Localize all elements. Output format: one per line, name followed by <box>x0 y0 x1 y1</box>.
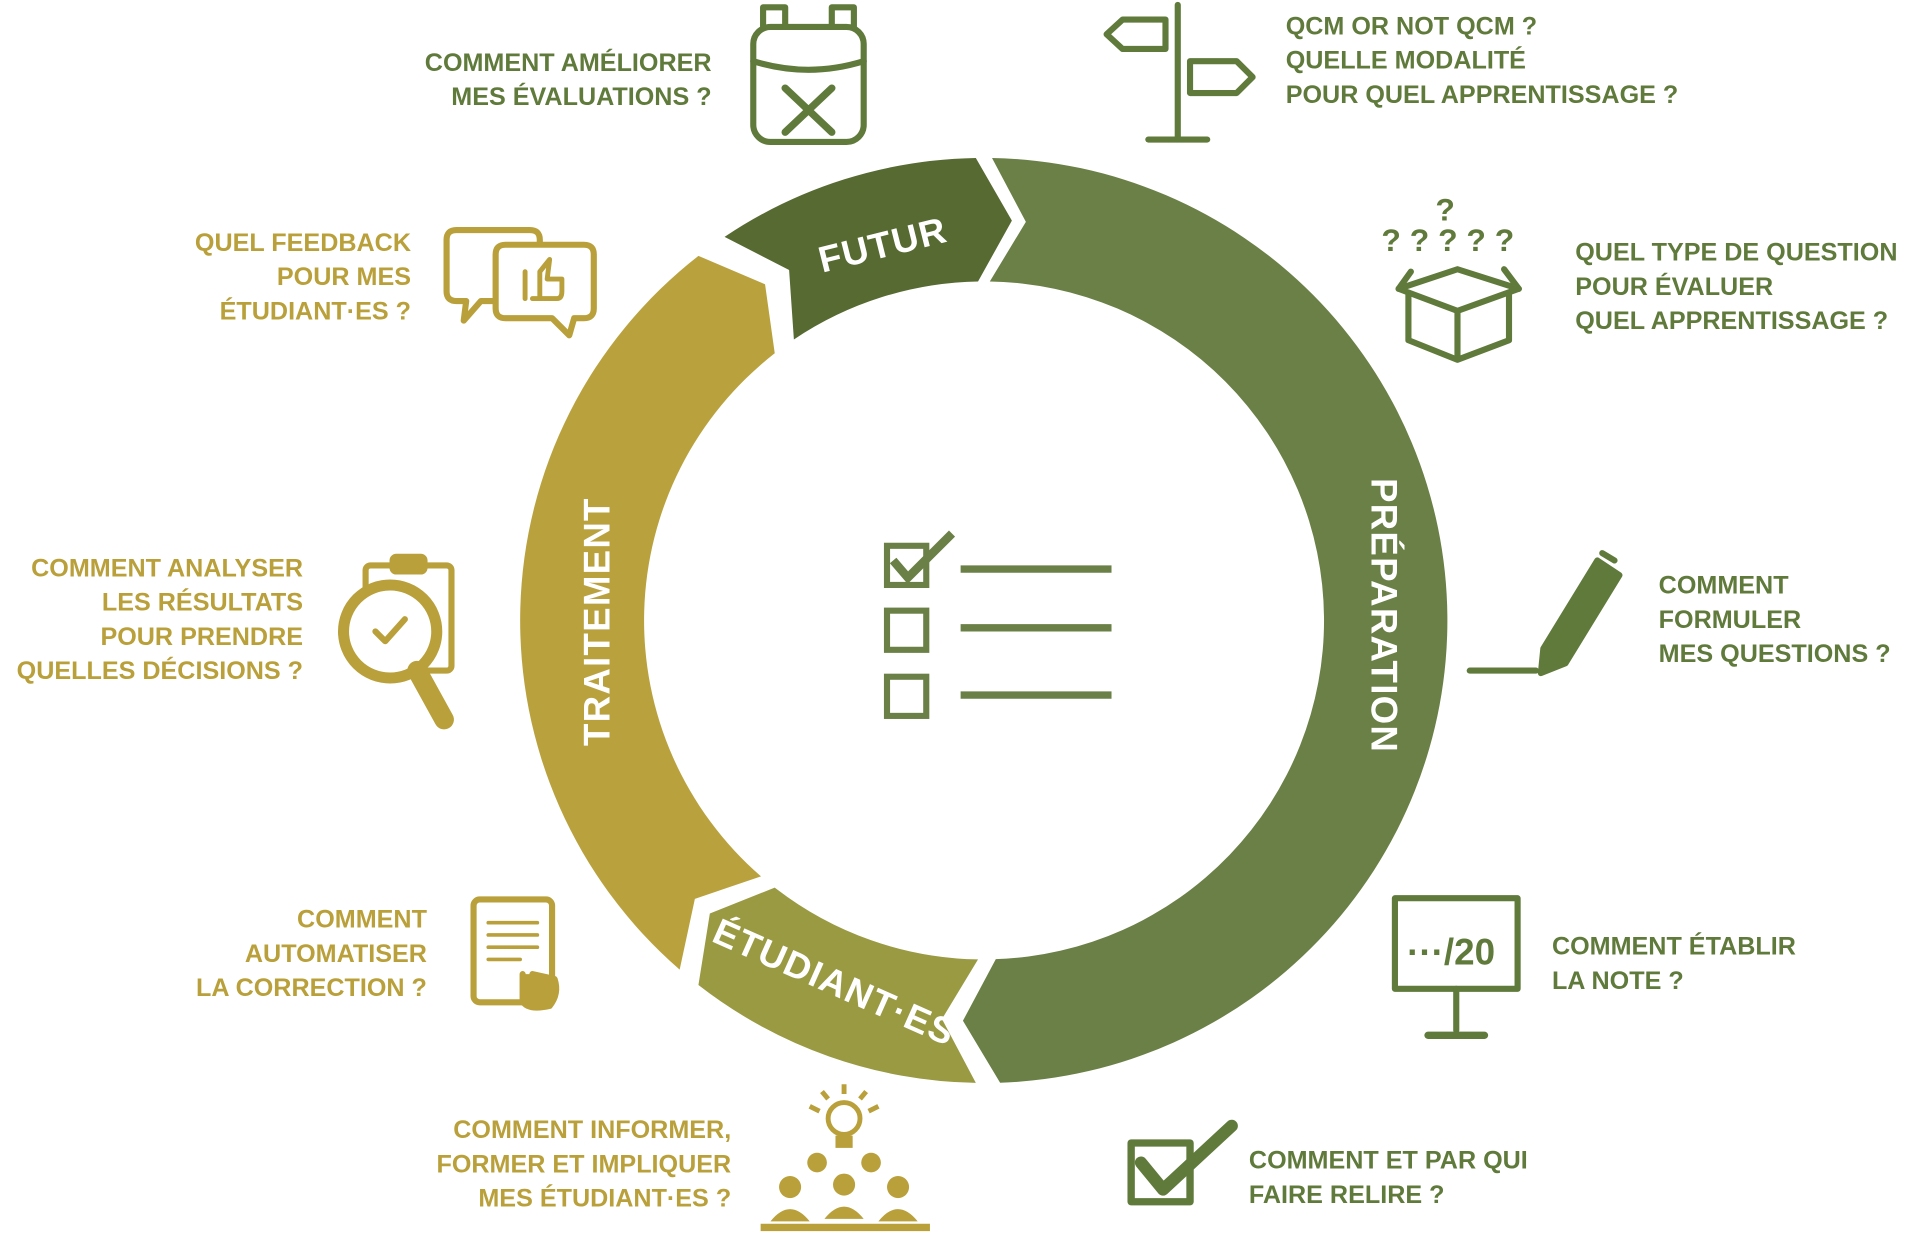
question-line: MES ÉTUDIANT·ES ? <box>478 1184 731 1213</box>
svg-text:? ? ? ? ?: ? ? ? ? ? <box>1381 222 1514 258</box>
monitor-grade-icon: ···/20 <box>1391 895 1521 1039</box>
question-line: FORMULER <box>1659 606 1801 634</box>
question-type-question: QUEL TYPE DE QUESTION POUR ÉVALUER QUEL AP… <box>1575 239 1897 335</box>
question-line: QUELLES DÉCISIONS ? <box>17 656 303 685</box>
question-formuler: COMMENT FORMULER MES QUESTIONS ? <box>1659 572 1891 668</box>
question-line: COMMENT ANALYSER <box>31 554 303 582</box>
grade-text: ···/20 <box>1407 931 1495 972</box>
question-line: COMMENT ÉTABLIR <box>1552 932 1796 961</box>
question-line: COMMENT <box>297 906 428 934</box>
backpack-tools-icon <box>750 4 867 146</box>
question-line: POUR MES <box>277 263 411 291</box>
question-line: LA CORRECTION ? <box>196 974 427 1002</box>
svg-text:?: ? <box>1435 191 1454 227</box>
question-qcm: QCM OR NOT QCM ? QUELLE MODALITÉ POUR QUEL… <box>1286 12 1679 108</box>
question-line: QUELLE MODALITÉ <box>1286 46 1526 75</box>
question-analyser: COMMENT ANALYSER LES RÉSULTATS POUR PRENDR… <box>17 554 303 685</box>
question-line: QCM OR NOT QCM ? <box>1286 12 1537 40</box>
segment-label-preparation: PRÉPARATION <box>1364 478 1405 753</box>
question-feedback: QUEL FEEDBACK POUR MES ÉTUDIANT·ES ? <box>195 229 411 325</box>
question-note: COMMENT ÉTABLIR LA NOTE ? <box>1552 932 1796 995</box>
question-line: QUEL TYPE DE QUESTION <box>1575 239 1897 267</box>
question-line: ÉTUDIANT·ES ? <box>220 296 411 325</box>
question-informer: COMMENT INFORMER, FORMER ET IMPLIQUER MES … <box>436 1116 731 1212</box>
question-line: POUR ÉVALUER <box>1575 272 1773 301</box>
tablet-touch-icon <box>470 896 560 1011</box>
question-line: QUEL FEEDBACK <box>195 229 411 257</box>
cycle-segment-preparation <box>962 157 1448 1083</box>
question-automatiser: COMMENT AUTOMATISER LA CORRECTION ? <box>196 906 428 1002</box>
question-line: LA NOTE ? <box>1552 967 1684 995</box>
question-line: FAIRE RELIRE ? <box>1249 1181 1445 1209</box>
cycle-segment-etudiant <box>698 887 979 1083</box>
question-list: COMMENT AMÉLIORER MES ÉVALUATIONS ? QCM OR… <box>17 12 1898 1212</box>
cycle-segment-traitement <box>520 255 775 970</box>
question-line: LES RÉSULTATS <box>102 588 303 617</box>
question-line: MES QUESTIONS ? <box>1659 640 1891 668</box>
question-line: POUR QUEL APPRENTISSAGE ? <box>1286 81 1679 109</box>
question-relire: COMMENT ET PAR QUI FAIRE RELIRE ? <box>1249 1147 1528 1209</box>
question-line: COMMENT AMÉLIORER <box>425 48 712 77</box>
cycle-ring <box>520 157 1448 1083</box>
question-line: AUTOMATISER <box>245 940 427 968</box>
speech-bubbles-thumbs-up-icon <box>443 227 597 339</box>
question-line: COMMENT <box>1659 572 1790 600</box>
question-line: COMMENT ET PAR QUI <box>1249 1147 1528 1175</box>
question-ameliorer: COMMENT AMÉLIORER MES ÉVALUATIONS ? <box>425 48 712 111</box>
question-line: MES ÉVALUATIONS ? <box>451 82 711 111</box>
audience-lightbulb-icon <box>760 1084 930 1232</box>
pen-icon <box>1466 550 1623 677</box>
question-line: QUEL APPRENTISSAGE ? <box>1575 307 1888 335</box>
cycle-segment-futur <box>724 157 1012 340</box>
question-box-icon: ? ? ? ? ? ? <box>1381 191 1522 363</box>
question-line: FORMER ET IMPLIQUER <box>436 1150 731 1178</box>
segment-label-traitement: TRAITEMENT <box>577 497 618 746</box>
question-line: COMMENT INFORMER, <box>453 1116 731 1144</box>
signpost-icon <box>1103 1 1256 143</box>
checkbox-checked-icon <box>1127 1119 1238 1206</box>
question-line: POUR PRENDRE <box>100 623 303 651</box>
magnifier-clipboard-icon <box>337 553 455 730</box>
checklist-icon <box>883 530 1112 719</box>
